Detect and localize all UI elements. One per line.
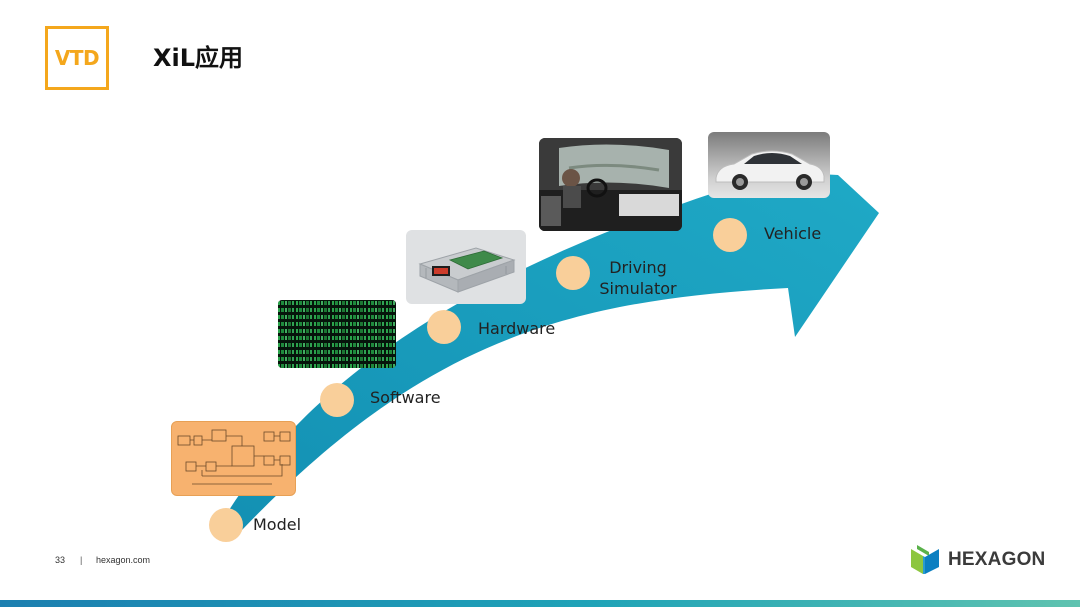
stage-label-driving-simulator-line1: Driving [609, 258, 667, 277]
hexagon-logo: HEXAGON [908, 543, 1045, 577]
stage-label-hardware: Hardware [478, 319, 556, 338]
car-icon [715, 150, 825, 190]
stage-marker-hardware [427, 310, 461, 344]
page-number: 33 [55, 555, 66, 565]
stage-label-driving-simulator-line2: Simulator [599, 279, 677, 298]
vtd-logo: VTD [45, 26, 109, 90]
ecu-hardware-icon [418, 247, 516, 293]
stage-marker-driving-simulator [556, 256, 590, 290]
stage-label-vehicle: Vehicle [764, 224, 822, 243]
stage-marker-model [209, 508, 243, 542]
stage-label-software: Software [370, 388, 441, 407]
vtd-logo-text: VTD [54, 46, 100, 70]
stage-marker-software [320, 383, 354, 417]
hardware-thumbnail [406, 230, 526, 304]
hexagon-logo-icon [911, 545, 939, 574]
stage-label-model: Model [253, 515, 302, 534]
stage-label-driving-simulator: Driving Simulator [592, 257, 684, 299]
hexagon-brand-name: HEXAGON [948, 549, 1046, 570]
footer-website: hexagon.com [96, 555, 151, 565]
page-title: XiL应用 [153, 44, 244, 72]
bottom-accent-bar [0, 600, 1080, 607]
arrow-body [218, 172, 879, 530]
vehicle-thumbnail [708, 132, 830, 198]
driving-simulator-thumbnail [539, 138, 682, 231]
model-thumbnail [171, 421, 296, 496]
software-thumbnail [278, 300, 396, 368]
block-diagram-icon [177, 429, 291, 485]
footer-separator: | [80, 555, 83, 565]
binary-code-icon [278, 300, 396, 368]
driving-simulator-icon [539, 138, 682, 231]
stage-marker-vehicle [713, 218, 747, 252]
